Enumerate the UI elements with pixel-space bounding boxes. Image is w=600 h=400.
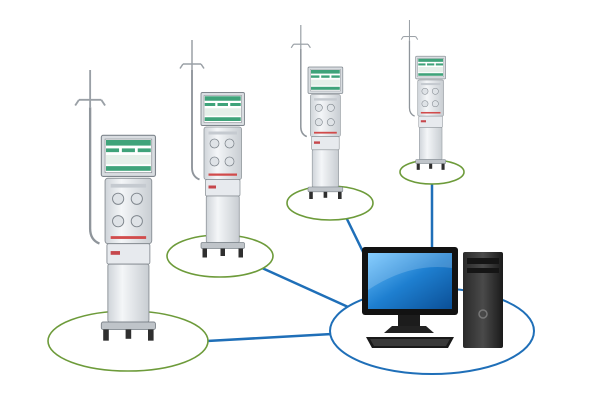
dialysis-machine-icon: [400, 20, 447, 171]
dialysis-machine-icon: [178, 40, 246, 259]
link-machine-1: [206, 332, 333, 343]
link-machine-2: [261, 266, 358, 313]
dialysis-machine-icon: [290, 25, 344, 200]
network-links: [206, 183, 434, 343]
desktop-computer-icon: [362, 247, 503, 348]
dialysis-machine-icon: [73, 70, 157, 342]
